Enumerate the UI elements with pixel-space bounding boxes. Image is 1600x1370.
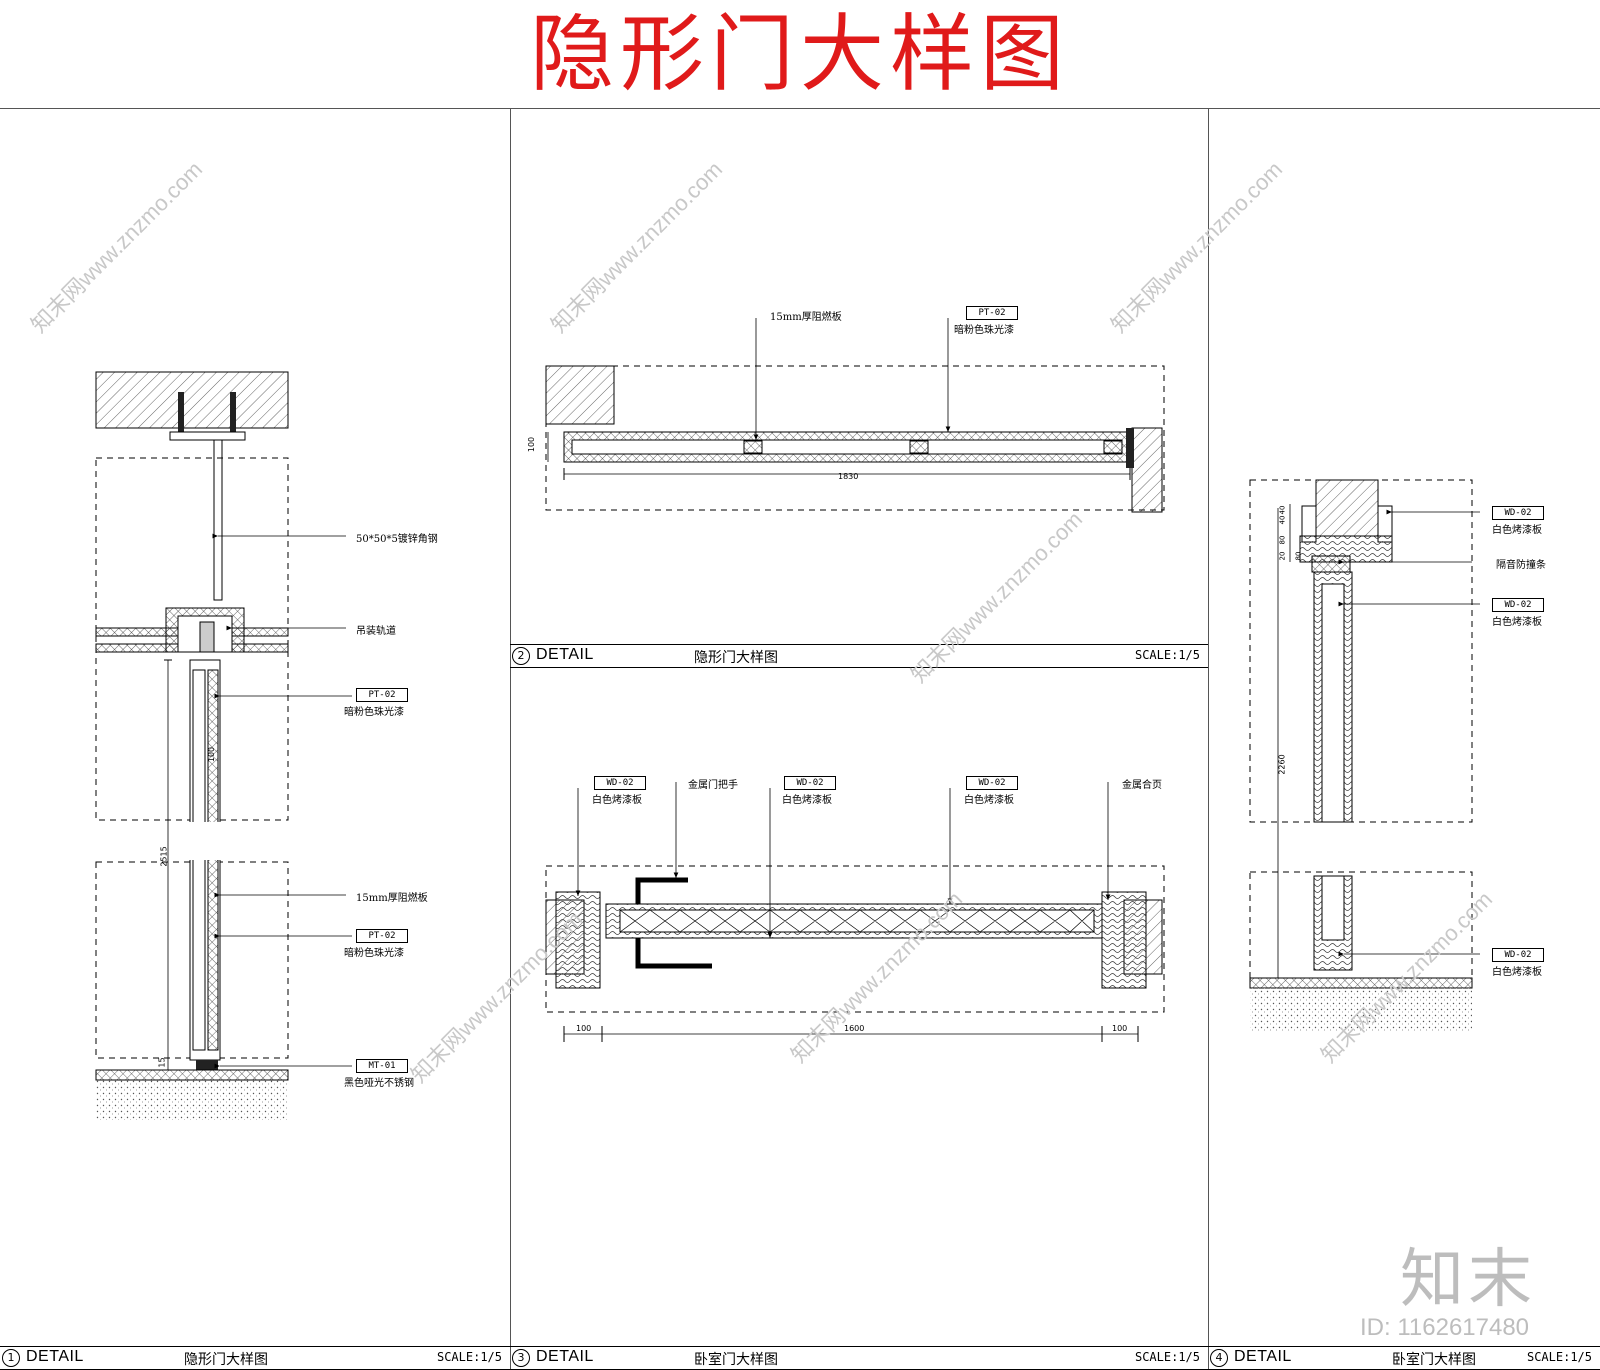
d3-wd2-label: 白色烤漆板 bbox=[782, 795, 832, 806]
detail-number: 4 bbox=[1210, 1349, 1228, 1367]
panel-divider-right bbox=[1208, 108, 1209, 1370]
d3-wd1-tag: WD-02 bbox=[594, 776, 646, 790]
d4-dim-b: 40 bbox=[1278, 515, 1287, 525]
d1-pt2-tag: PT-02 bbox=[356, 929, 408, 943]
d4-wd1-tag: WD-02 bbox=[1492, 506, 1544, 520]
d2-dim-width: 1830 bbox=[838, 472, 859, 481]
detail-name: 隐形门大样图 bbox=[184, 1352, 268, 1368]
d3-dim-right: 100 bbox=[1112, 1024, 1128, 1033]
detail-3-drawing bbox=[545, 782, 1165, 1042]
watermark-brand: 知末 bbox=[1400, 1243, 1536, 1315]
d4-wd2-label: 白色烤漆板 bbox=[1492, 617, 1542, 628]
d3-handle-label: 金属门把手 bbox=[688, 780, 738, 791]
d4-dim-e: 80 bbox=[1294, 551, 1303, 561]
detail-name: 卧室门大样图 bbox=[1392, 1352, 1476, 1368]
d4-seal-label: 隔音防撞条 bbox=[1496, 560, 1546, 571]
d1-board-label: 15mm厚阻燃板 bbox=[356, 893, 428, 904]
d3-wd1-label: 白色烤漆板 bbox=[592, 795, 642, 806]
detail-scale: SCALE:1/5 bbox=[1134, 1350, 1200, 1364]
detail-label: DETAIL bbox=[26, 1348, 84, 1365]
d4-wd2-tag: WD-02 bbox=[1492, 598, 1544, 612]
detail-label: DETAIL bbox=[1234, 1348, 1292, 1365]
d3-hinge-label: 金属合页 bbox=[1122, 780, 1162, 791]
d3-wd2-tag: WD-02 bbox=[784, 776, 836, 790]
detail-2-drawing bbox=[545, 318, 1165, 513]
detail-bar-2: 2 DETAIL 隐形门大样图 SCALE:1/5 bbox=[510, 644, 1208, 668]
page-title: 隐形门大样图 bbox=[529, 5, 1070, 103]
detail-4-drawing bbox=[1249, 479, 1480, 1032]
detail-label: DETAIL bbox=[536, 1348, 594, 1365]
detail-scale: SCALE:1/5 bbox=[1134, 648, 1200, 662]
detail-name: 隐形门大样图 bbox=[694, 650, 778, 666]
d1-mt-label: 黑色哑光不锈钢 bbox=[344, 1078, 414, 1089]
d3-wd3-tag: WD-02 bbox=[966, 776, 1018, 790]
d3-dim-left: 100 bbox=[576, 1024, 592, 1033]
d4-wd1-label: 白色烤漆板 bbox=[1492, 525, 1542, 536]
detail-bar-3: 3 DETAIL 卧室门大样图 SCALE:1/5 bbox=[510, 1346, 1208, 1370]
d1-pt1-tag: PT-02 bbox=[356, 688, 408, 702]
d2-board-label: 15mm厚阻燃板 bbox=[770, 312, 842, 323]
d4-wd3-tag: WD-02 bbox=[1492, 948, 1544, 962]
detail-number: 1 bbox=[2, 1349, 20, 1367]
d3-dim-center: 1600 bbox=[844, 1024, 865, 1033]
detail-bar-1: 1 DETAIL 隐形门大样图 SCALE:1/5 bbox=[0, 1346, 510, 1370]
d4-dim-a: 40 bbox=[1278, 505, 1287, 515]
d4-dim-height: 2260 bbox=[1277, 754, 1287, 775]
d1-steel-label: 50*50*5镀锌角钢 bbox=[356, 534, 438, 545]
watermark-id: ID: 1162617480 bbox=[1360, 1314, 1530, 1341]
d2-dim-height: 100 bbox=[527, 436, 537, 453]
d1-pt2-label: 暗粉色珠光漆 bbox=[344, 948, 404, 959]
detail-number: 3 bbox=[512, 1349, 530, 1367]
d2-pt-tag: PT-02 bbox=[966, 306, 1018, 320]
d3-wd3-label: 白色烤漆板 bbox=[964, 795, 1014, 806]
d1-dim-total: 2515 bbox=[159, 846, 169, 867]
d1-dim-mid: 100 bbox=[207, 746, 217, 763]
d4-dim-d: 20 bbox=[1278, 551, 1287, 561]
title-divider bbox=[0, 108, 1600, 109]
detail-number: 2 bbox=[512, 647, 530, 665]
detail-name: 卧室门大样图 bbox=[694, 1352, 778, 1368]
panel-divider-left bbox=[510, 108, 511, 1370]
detail-1-drawing bbox=[95, 371, 352, 1120]
d1-dim-bottom: 15 bbox=[157, 1057, 167, 1068]
detail-label: DETAIL bbox=[536, 646, 594, 663]
detail-scale: SCALE:1/5 bbox=[1526, 1350, 1592, 1364]
d1-pt1-label: 暗粉色珠光漆 bbox=[344, 707, 404, 718]
d4-wd3-label: 白色烤漆板 bbox=[1492, 967, 1542, 978]
d1-track-label: 吊装轨道 bbox=[356, 626, 396, 637]
d1-mt-tag: MT-01 bbox=[356, 1059, 408, 1073]
d2-pt-label: 暗粉色珠光漆 bbox=[954, 325, 1014, 336]
d4-dim-c: 80 bbox=[1278, 535, 1287, 545]
detail-bar-4: 4 DETAIL 卧室门大样图 SCALE:1/5 bbox=[1208, 1346, 1600, 1370]
detail-scale: SCALE:1/5 bbox=[436, 1350, 502, 1364]
